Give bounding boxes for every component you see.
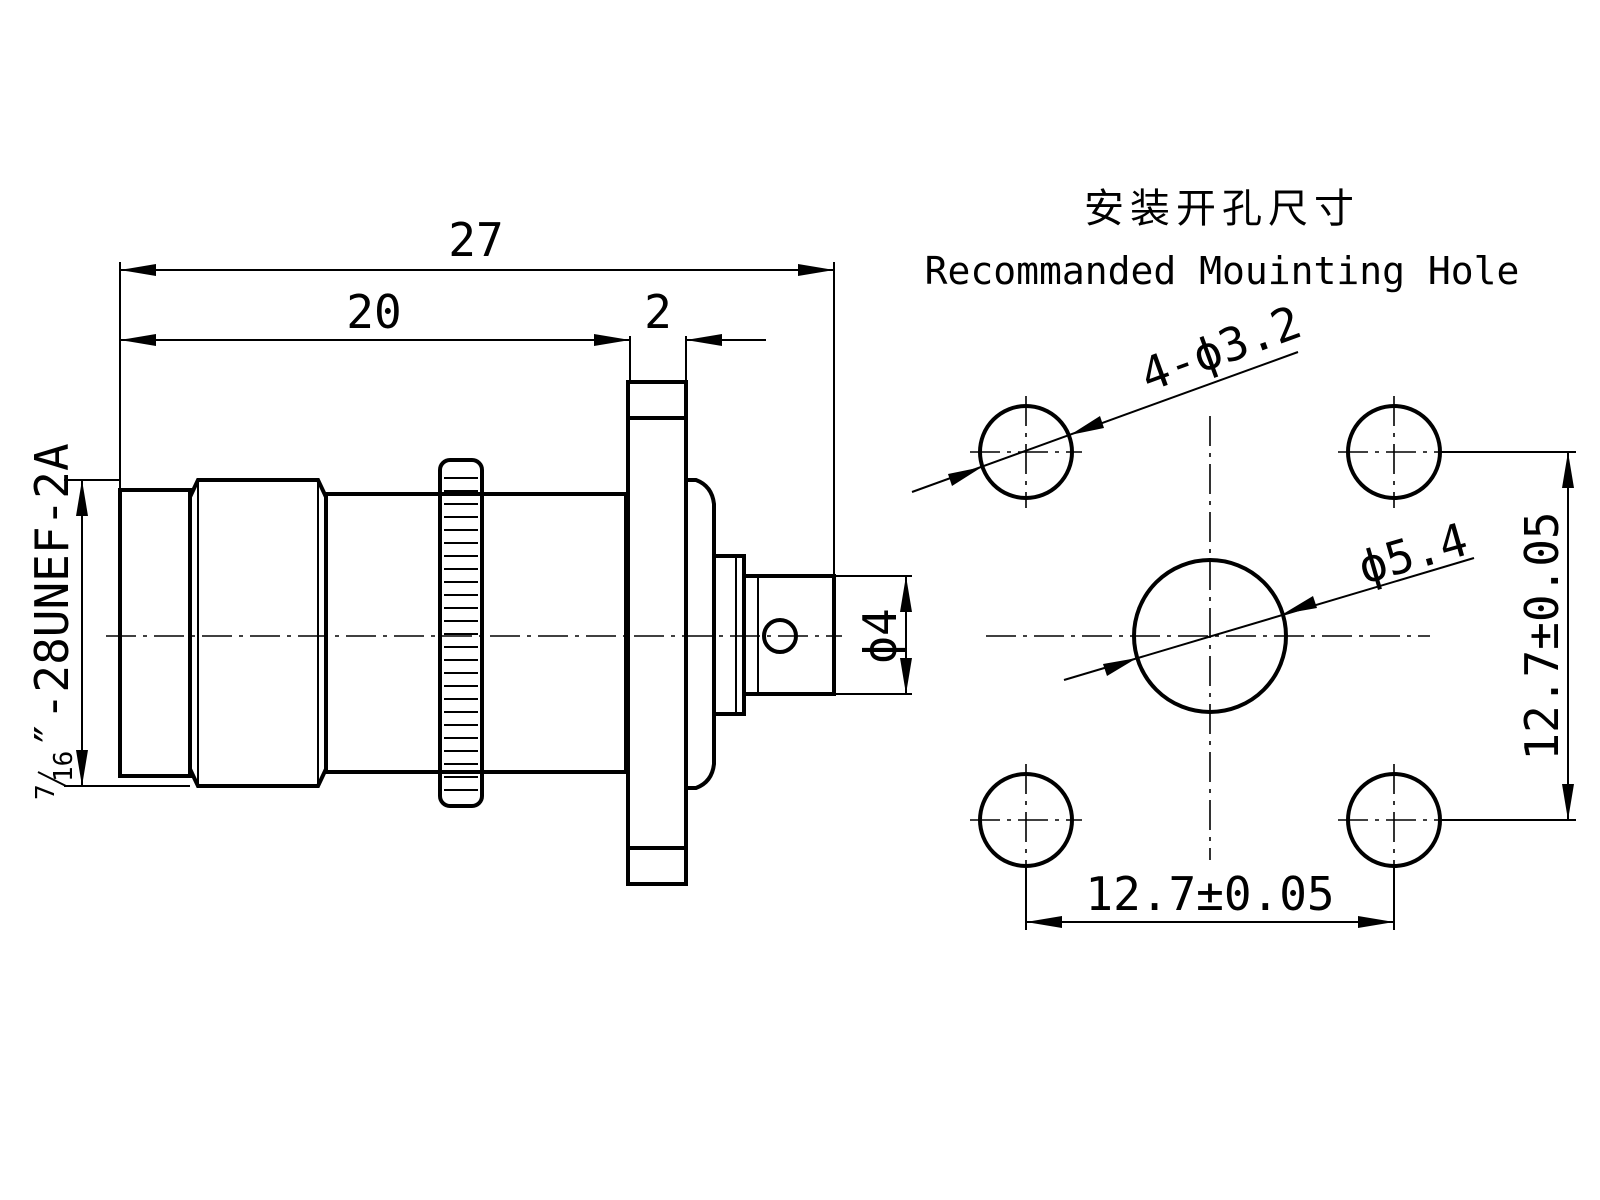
- rear-step: [712, 554, 746, 716]
- connector-side-view: [106, 380, 842, 886]
- dim-pin-diameter: ϕ4: [853, 608, 907, 663]
- center-hole: [1132, 558, 1288, 714]
- thread-denominator: 16: [49, 751, 79, 782]
- dim-flange-thickness: 2: [644, 285, 672, 339]
- corner-hole-bottom-left: [970, 764, 1082, 876]
- title-chinese: 安装开孔尺寸: [1084, 186, 1360, 232]
- flange: [626, 380, 688, 886]
- corner-hole-top-left: [970, 396, 1082, 508]
- corner-hole-top-right: [1338, 396, 1450, 508]
- dim-body-length: 20: [346, 285, 401, 339]
- coupling-nut: [188, 478, 328, 788]
- knurled-ring: [438, 458, 484, 808]
- vertical-spacing: 12.7±0.05: [1515, 511, 1569, 760]
- side-view-dimensions: 27 20 2 ϕ4 7 16 ″-28UNEF-2A: [25, 213, 912, 800]
- center-hole-callout: ϕ5.4: [1352, 512, 1473, 594]
- hole-callout: 4-ϕ3.2: [1133, 295, 1308, 403]
- thread-front-body: [118, 488, 192, 778]
- rear-pin: [742, 574, 836, 696]
- corner-hole-bottom-right: [1338, 764, 1450, 876]
- rear-shoulder: [684, 478, 716, 790]
- knurl-lines: [444, 477, 478, 791]
- thread-spec: ″-28UNEF-2A: [25, 443, 79, 748]
- mounting-hole-dimensions: 4-ϕ3.2 ϕ5.4 12.7±0.05 12.7±0.05: [911, 295, 1576, 930]
- horizontal-spacing: 12.7±0.05: [1085, 867, 1334, 921]
- title-english: Recommanded Mouinting Hole: [925, 249, 1520, 293]
- dim-overall-length: 27: [448, 213, 503, 267]
- thread-numerator: 7: [31, 784, 61, 800]
- thread-spec-label: 7 16 ″-28UNEF-2A: [25, 443, 79, 800]
